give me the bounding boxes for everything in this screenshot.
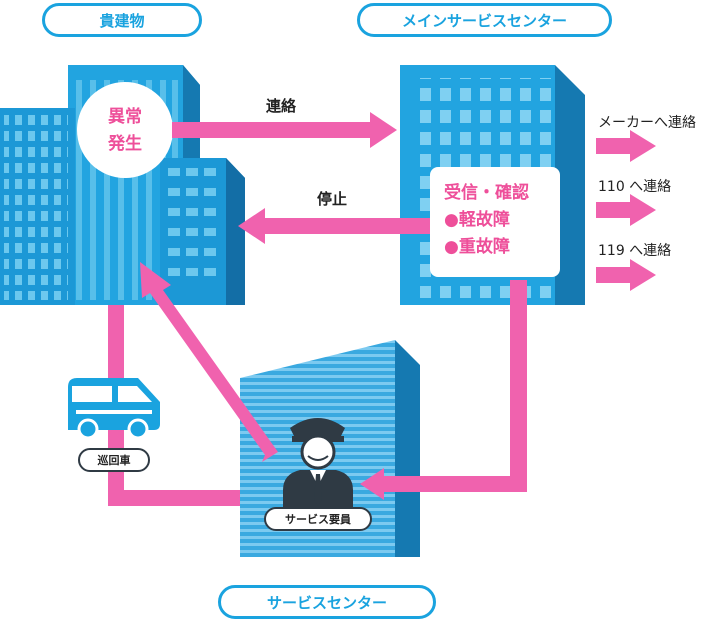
patrol-car-icon bbox=[68, 378, 160, 440]
contact-110-label: 110 へ連絡 bbox=[598, 179, 672, 195]
receipt-line-1: 受信・確認 bbox=[444, 183, 529, 203]
maker-arrow bbox=[596, 130, 656, 162]
main-center-title: メインサービスセンター bbox=[357, 3, 612, 37]
patrol-route bbox=[108, 305, 240, 506]
anomaly-label: 異常 発生 bbox=[77, 104, 173, 158]
anomaly-line-2: 発生 bbox=[108, 134, 142, 154]
stop-arrow bbox=[238, 208, 430, 244]
flow-arrows bbox=[108, 112, 656, 506]
receipt-box: 受信・確認 ●軽故障 ●重故障 bbox=[444, 180, 556, 261]
contact-119-label: 119 へ連絡 bbox=[598, 243, 672, 259]
service-center-title: サービスセンター bbox=[218, 585, 436, 619]
service-staff-tag: サービス要員 bbox=[264, 507, 372, 531]
receipt-line-2: ●軽故障 bbox=[444, 210, 510, 230]
service-staff-icon bbox=[283, 418, 353, 508]
contact-arrow bbox=[172, 112, 397, 148]
arrow-119 bbox=[596, 259, 656, 291]
maker-contact-label: メーカーへ連絡 bbox=[598, 115, 696, 131]
receipt-line-3: ●重故障 bbox=[444, 237, 510, 257]
client-building bbox=[0, 65, 245, 305]
anomaly-line-1: 異常 bbox=[108, 107, 142, 127]
main-center-building bbox=[400, 65, 585, 305]
stop-label: 停止 bbox=[317, 190, 348, 208]
contact-label: 連絡 bbox=[266, 97, 297, 115]
building-title: 貴建物 bbox=[42, 3, 202, 37]
arrow-110 bbox=[596, 194, 656, 226]
response-arrow bbox=[140, 262, 278, 462]
dispatch-arrow bbox=[360, 280, 527, 500]
patrol-car-tag: 巡回車 bbox=[78, 448, 150, 472]
